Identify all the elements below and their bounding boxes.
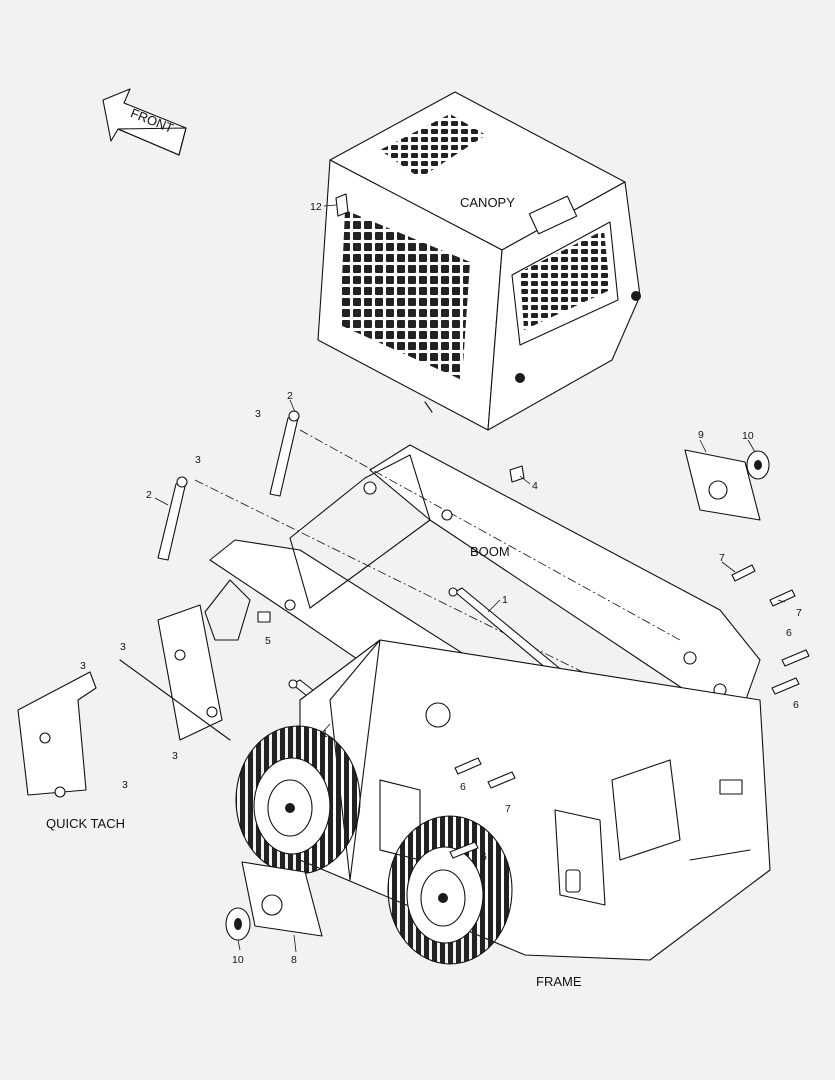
access-plate-bottom — [225, 861, 323, 941]
callout-6-a: 6 — [786, 627, 792, 639]
wheel-right — [387, 815, 513, 965]
canopy-roof-grill — [380, 114, 486, 178]
part-12-bracket — [335, 193, 349, 217]
callout-7-c: 7 — [505, 803, 511, 815]
callout-10-top: 10 — [742, 430, 754, 442]
callout-3-f: 3 — [122, 779, 128, 791]
wheel-left — [235, 725, 361, 875]
callout-7-b: 7 — [796, 607, 802, 619]
callout-leaders — [154, 204, 786, 953]
boom-label: BOOM — [470, 544, 510, 559]
callout-10-bottom: 10 — [232, 954, 244, 966]
canopy-side-grill — [340, 210, 470, 380]
quick-tach-drawing — [17, 604, 231, 798]
callout-4: 4 — [532, 480, 538, 492]
callout-2-left: 2 — [146, 489, 152, 501]
callout-3-c: 3 — [120, 641, 126, 653]
canopy-label: CANOPY — [460, 195, 515, 210]
quick-tach-label: QUICK TACH — [46, 816, 125, 831]
callout-1-boom: 1 — [502, 594, 508, 606]
tilt-cylinders — [157, 410, 300, 561]
callout-3-e: 3 — [172, 750, 178, 762]
access-plate-top — [684, 449, 770, 521]
callout-7-a: 7 — [719, 552, 725, 564]
callout-6-b: 6 — [793, 699, 799, 711]
callout-5: 5 — [265, 635, 271, 647]
callout-8: 8 — [291, 954, 297, 966]
callout-3-d: 3 — [80, 660, 86, 672]
callout-6-c: 6 — [460, 781, 466, 793]
callout-2-right: 2 — [287, 390, 293, 402]
front-arrow-icon: FRONT — [102, 88, 187, 156]
callout-9: 9 — [698, 429, 704, 441]
frame-label: FRAME — [536, 974, 582, 989]
callout-1-frame: 1 — [322, 728, 328, 740]
callout-12: 12 — [310, 201, 322, 213]
canopy-rear-grill — [520, 230, 610, 330]
callout-3-a: 3 — [255, 408, 261, 420]
pins — [257, 465, 810, 859]
callout-6-d: 6 — [481, 851, 487, 863]
callout-3-b: 3 — [195, 454, 201, 466]
canopy-drawing — [317, 91, 641, 431]
